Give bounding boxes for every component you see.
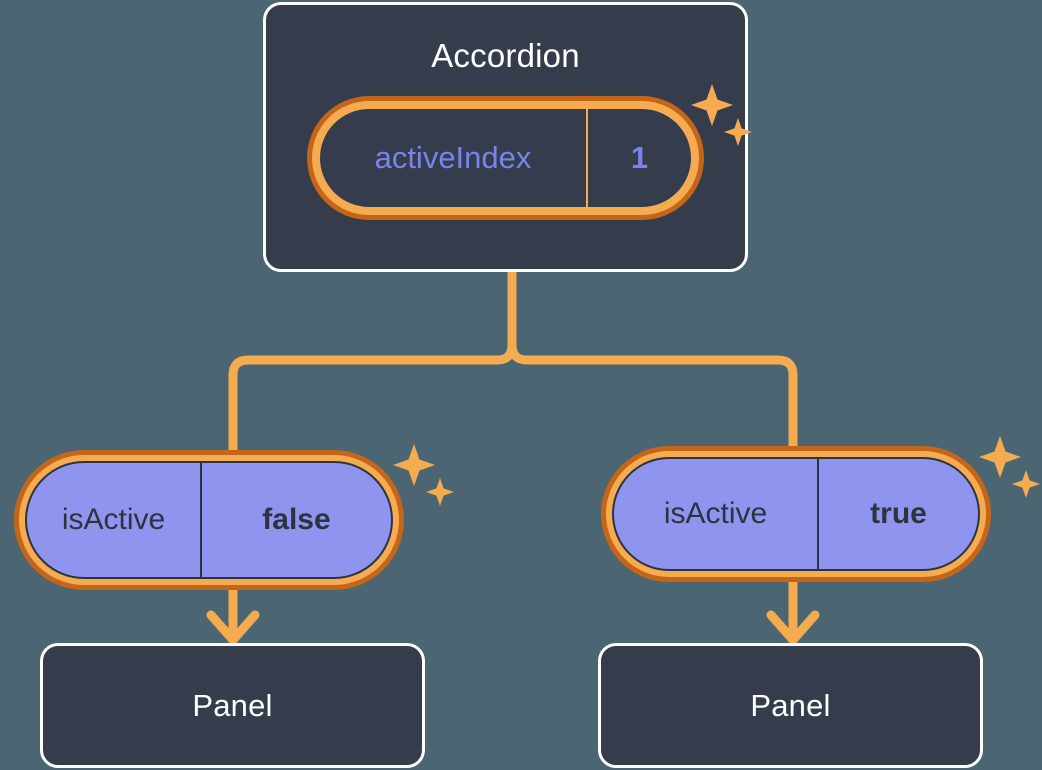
pill-key-label: isActive: [27, 463, 202, 577]
connector-to-right-pill: [507, 267, 798, 456]
pill-body: isActive false: [25, 461, 393, 579]
pill-inner-ring: isActive true: [606, 451, 986, 577]
isActive-true-pill[interactable]: isActive true: [601, 446, 991, 582]
pill-inner-ring: activeIndex 1: [312, 101, 699, 215]
four-point-star-icon-right: [979, 436, 1040, 498]
pill-inner-ring: isActive false: [19, 455, 399, 585]
pill-value-label: true: [870, 497, 927, 530]
pill-key-label: isActive: [614, 459, 819, 569]
four-point-star-icon-left: [393, 444, 454, 506]
isActive-false-pill[interactable]: isActive false: [14, 450, 404, 590]
panel-right-title: Panel: [750, 688, 831, 723]
arrow-down-icon-left: [206, 585, 260, 645]
connector-to-left-pill: [228, 267, 517, 460]
panel-left-title: Panel: [192, 688, 273, 723]
pill-body: isActive true: [612, 457, 980, 571]
accordion-card-title: Accordion: [431, 37, 580, 74]
panel-left[interactable]: Panel: [40, 643, 425, 768]
pill-key-label: activeIndex: [320, 109, 588, 207]
pill-body: activeIndex 1: [318, 107, 693, 209]
panel-right[interactable]: Panel: [598, 643, 983, 768]
pill-value-label: 1: [630, 140, 649, 175]
pill-value-label: false: [262, 503, 331, 536]
arrow-down-icon-right: [766, 581, 820, 645]
activeIndex-pill[interactable]: activeIndex 1: [307, 96, 704, 220]
